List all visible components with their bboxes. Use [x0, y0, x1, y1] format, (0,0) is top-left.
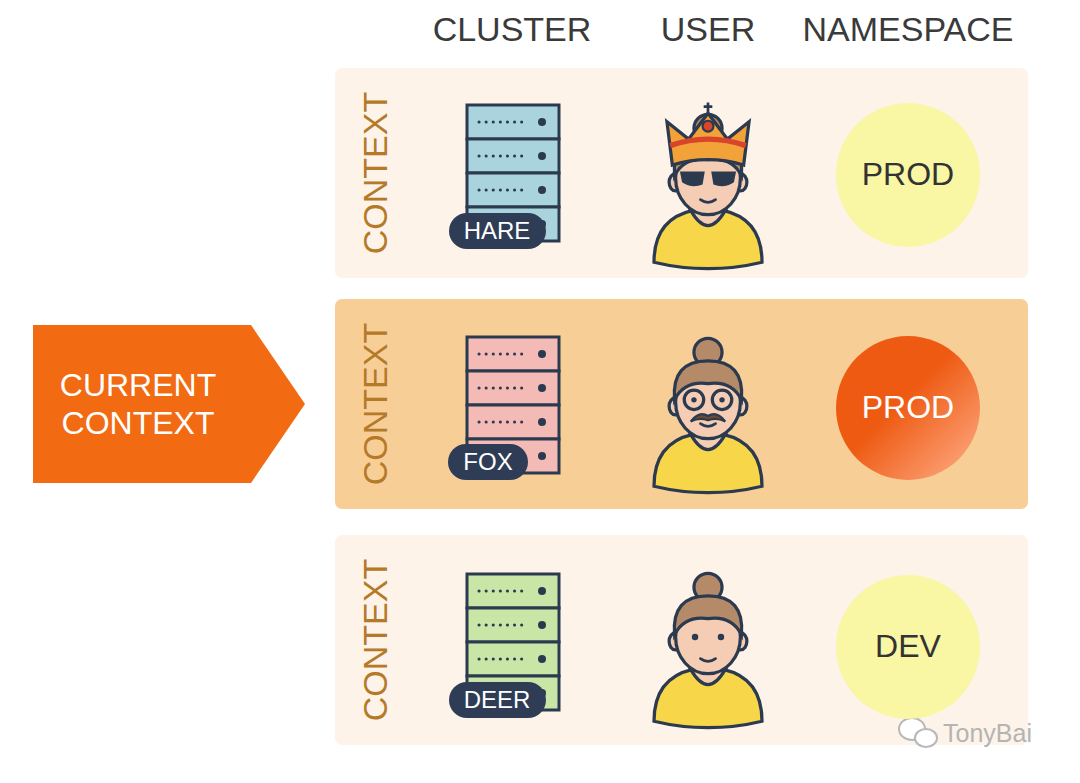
- column-header: NAMESPACE: [803, 11, 1014, 48]
- server-icon: [467, 105, 559, 710]
- context-band-ground: [335, 68, 1028, 745]
- arrow-shape: [33, 325, 305, 483]
- context-label: CONTEXT: [358, 559, 392, 721]
- watermark: TonyBai: [943, 720, 1032, 748]
- current-context-arrow: CURRENT CONTEXT: [33, 325, 305, 483]
- cluster-tag: HARE: [449, 213, 546, 249]
- column-header: CLUSTER: [433, 11, 592, 48]
- arrow-text-box: CURRENT CONTEXT: [33, 325, 243, 483]
- cluster-tag: DEER: [449, 682, 546, 718]
- user-icon: [654, 102, 762, 727]
- cluster-name: DEER: [464, 687, 531, 713]
- namespace-name: PROD: [862, 390, 954, 425]
- namespace-name: DEV: [875, 629, 941, 664]
- namespace-circle: PROD: [836, 336, 980, 480]
- cluster-tag: FOX: [448, 444, 528, 480]
- arrow-label: CURRENT CONTEXT: [33, 366, 243, 443]
- column-header: USER: [661, 11, 755, 48]
- context-label: CONTEXT: [358, 92, 392, 254]
- namespace-circle: DEV: [836, 575, 980, 719]
- watermark-icon: [899, 718, 937, 747]
- context-band: CONTEXT FOX PROD: [335, 299, 1028, 509]
- context-label: CONTEXT: [358, 323, 392, 485]
- namespace-name: PROD: [862, 157, 954, 192]
- namespace-circle: PROD: [836, 103, 980, 247]
- cluster-name: FOX: [463, 449, 512, 475]
- context-band: CONTEXT DEER DEV: [335, 535, 1028, 745]
- arrow-outline: [33, 325, 305, 483]
- cluster-name: HARE: [464, 218, 531, 244]
- context-band: CONTEXT HARE PROD: [335, 68, 1028, 278]
